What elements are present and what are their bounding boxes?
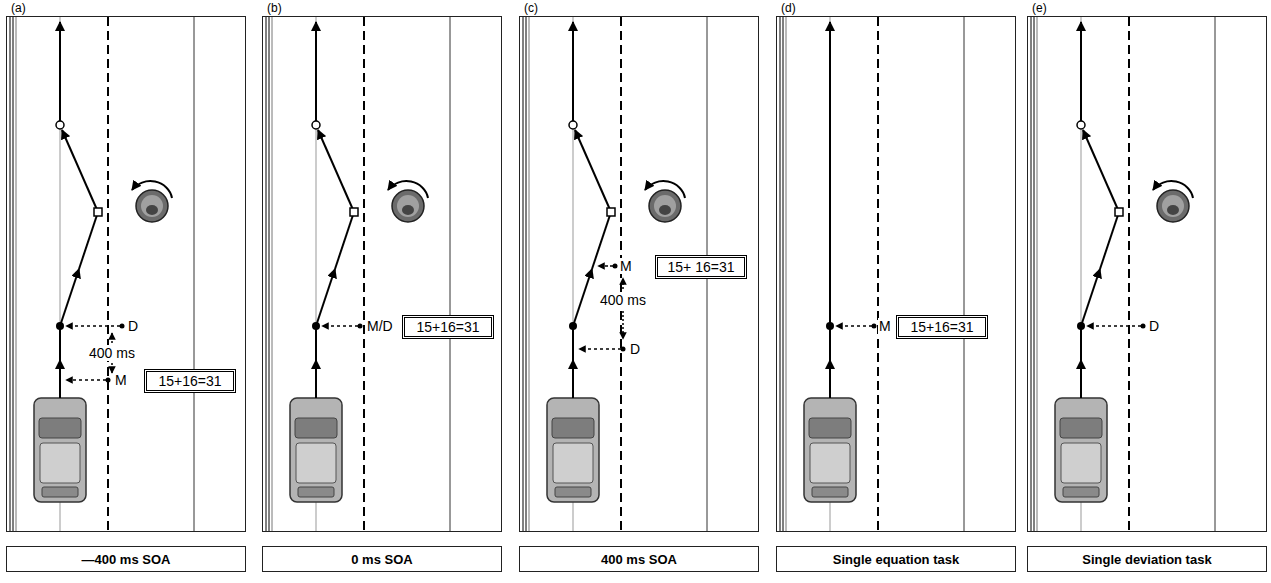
condition-caption-box: —400 ms SOA	[6, 546, 246, 572]
road-lines	[780, 17, 964, 531]
car-icon	[34, 398, 86, 502]
panel-frame: (d)15+16=31	[776, 16, 1016, 532]
equation-box: 15+16=31	[144, 369, 236, 393]
panel-frame: (b)15+16=31	[262, 16, 502, 532]
interval-arrow	[111, 333, 113, 343]
panel-frame: (c)15+ 16=31	[519, 16, 759, 532]
car-icon	[547, 398, 599, 502]
panel-letter: (a)	[11, 1, 26, 15]
equation-text: 15+16=31	[910, 319, 973, 335]
road-lines	[1031, 17, 1215, 531]
interval-label: 400 ms	[88, 345, 136, 361]
onset-arrow	[66, 325, 120, 327]
panel-a-art	[10, 17, 194, 531]
marker-dot	[106, 378, 111, 383]
panel-letter: (d)	[781, 1, 796, 15]
onset-arrow	[1087, 325, 1141, 327]
marker-dot	[1141, 324, 1146, 329]
onset-arrow	[579, 348, 621, 350]
car-icon	[804, 398, 856, 502]
steering-wheel-icon	[388, 181, 428, 222]
road-lines	[10, 17, 194, 531]
event-label: D	[1148, 318, 1160, 334]
lane-change-path	[1077, 22, 1123, 398]
equation-text: 15+16=31	[158, 373, 221, 389]
condition-caption-box: 0 ms SOA	[262, 546, 502, 572]
car-icon	[1055, 398, 1107, 502]
onset-arrow	[66, 379, 106, 381]
marker-dot	[120, 324, 125, 329]
onset-arrow	[598, 265, 613, 267]
interval-arrow	[111, 363, 113, 373]
lane-change-path	[569, 22, 615, 398]
event-label: D	[629, 341, 641, 357]
equation-text: 15+16=31	[416, 319, 479, 335]
interval-arrow	[622, 278, 624, 289]
panel-frame: (e)	[1027, 16, 1267, 532]
condition-caption-box: 400 ms SOA	[519, 546, 759, 572]
interval-label: 400 ms	[599, 292, 647, 308]
steering-wheel-icon	[1153, 181, 1193, 222]
steering-wheel-icon	[132, 181, 172, 222]
onset-arrow	[322, 325, 358, 327]
equation-box: 15+16=31	[896, 315, 988, 339]
interval-arrow	[622, 311, 624, 339]
road-lines	[266, 17, 450, 531]
condition-caption: Single deviation task	[1082, 552, 1211, 567]
condition-caption: —400 ms SOA	[82, 552, 171, 567]
marker-dot	[358, 324, 363, 329]
panel-letter: (c)	[524, 1, 538, 15]
panel-letter: (e)	[1032, 1, 1047, 15]
steering-wheel-icon	[645, 181, 685, 222]
panel-d-art	[780, 17, 964, 531]
lane-change-path	[56, 22, 102, 398]
event-label: M	[619, 258, 633, 274]
equation-text: 15+ 16=31	[668, 259, 735, 275]
straight-path	[826, 22, 834, 398]
lane-change-path	[312, 22, 358, 398]
marker-dot	[872, 324, 877, 329]
panel-e-art	[1031, 17, 1215, 531]
panel-letter: (b)	[267, 1, 282, 15]
equation-box: 15+ 16=31	[655, 255, 747, 279]
marker-dot	[621, 347, 626, 352]
condition-caption: Single equation task	[833, 552, 959, 567]
event-label: D	[127, 318, 139, 334]
car-icon	[290, 398, 342, 502]
event-label: M	[878, 318, 892, 334]
onset-arrow	[836, 325, 872, 327]
condition-caption: 400 ms SOA	[601, 552, 677, 567]
marker-dot	[613, 264, 618, 269]
event-label: M	[114, 372, 128, 388]
condition-caption: 0 ms SOA	[351, 552, 412, 567]
equation-box: 15+16=31	[402, 315, 494, 339]
condition-caption-box: Single equation task	[776, 546, 1016, 572]
panel-frame: (a)15+16=31	[6, 16, 246, 532]
condition-caption-box: Single deviation task	[1027, 546, 1267, 572]
panel-b-art	[266, 17, 450, 531]
event-label: M/D	[366, 318, 394, 334]
